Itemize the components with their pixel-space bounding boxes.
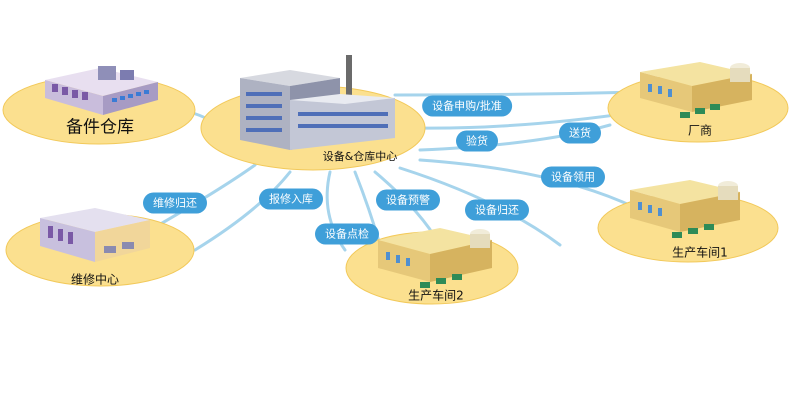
connector-center-manufacturer-top [393, 90, 642, 97]
node-label-center: 设备&仓库中心 [322, 150, 398, 163]
center-building-icon [240, 55, 395, 150]
connector-center-workshop1 [418, 158, 642, 212]
workshop2-factory-icon [378, 228, 492, 288]
link-label-purchase-approval: 设备申购/批准 [422, 95, 512, 117]
link-label-repair-in: 报修入库 [259, 188, 323, 210]
link-label-repair-return: 维修归还 [143, 192, 207, 214]
connector-center-workshop2-b [353, 170, 382, 247]
node-label-workshop2: 生产车间2 [408, 288, 464, 303]
manufacturer-factory-icon [640, 62, 752, 118]
link-label-inspection: 验货 [456, 130, 498, 152]
repair-center-building-icon [40, 208, 150, 262]
link-label-spot-check: 设备点检 [315, 223, 379, 245]
warehouse-building-icon [45, 66, 158, 115]
node-label-workshop1: 生产车间1 [672, 245, 728, 260]
workshop1-factory-icon [630, 180, 740, 238]
connector-center-repair-a [148, 163, 257, 232]
connector-center-repair-b [193, 170, 292, 252]
link-label-delivery: 送货 [559, 122, 601, 144]
node-label-spare-warehouse: 备件仓库 [66, 117, 134, 138]
link-label-equipment-requisition: 设备领用 [541, 166, 605, 188]
link-label-equipment-return: 设备归还 [465, 199, 529, 221]
node-label-manufacturer: 厂商 [687, 123, 713, 138]
node-label-repair-center: 维修中心 [70, 272, 120, 287]
link-label-equipment-warning: 设备预警 [376, 189, 440, 211]
